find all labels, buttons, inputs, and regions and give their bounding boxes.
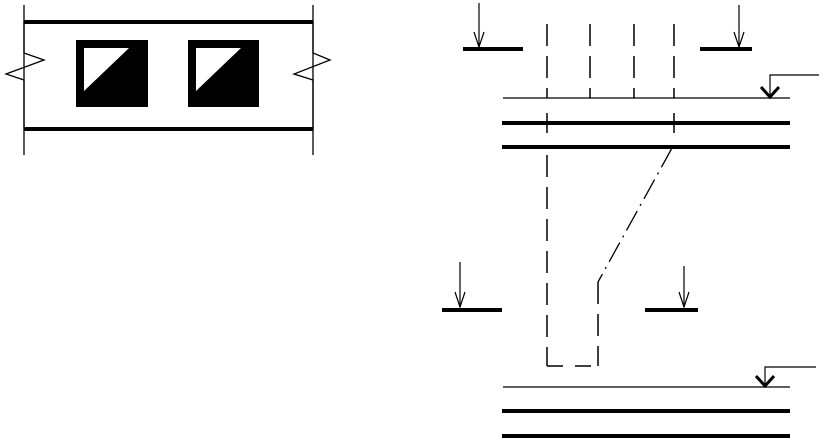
upper-hidden-lines [546, 24, 675, 98]
opening-left-diagonal [84, 48, 129, 91]
slab-hidden-lines [546, 113, 675, 133]
left-break-symbol [4, 22, 46, 129]
plan-detail [4, 5, 332, 155]
section-marker-upper-left [463, 3, 523, 51]
level-marker-upper [503, 74, 819, 100]
section-marker-lower-left [442, 262, 502, 312]
opening-right-diagonal [196, 48, 241, 91]
right-break-symbol [292, 22, 332, 129]
shaft-hidden-line-diagonal [597, 147, 673, 283]
level-marker-lower [503, 366, 816, 389]
opening-right [188, 40, 259, 107]
opening-left [76, 40, 148, 107]
section-marker-lower-right [645, 266, 698, 312]
section-detail [442, 3, 819, 438]
section-marker-upper-right [700, 5, 752, 51]
